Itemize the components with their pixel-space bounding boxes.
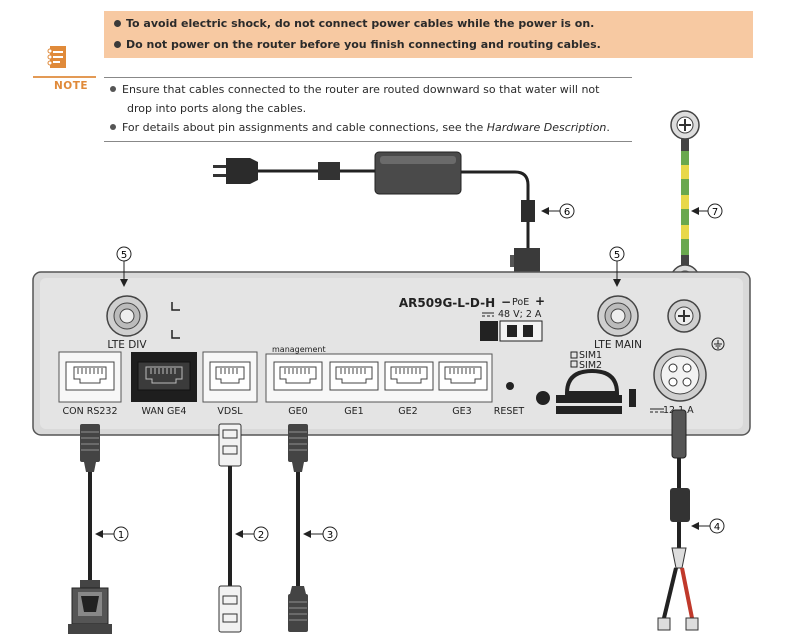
callout-7: 7 <box>691 203 723 219</box>
bullet-icon <box>110 86 116 92</box>
management-label: management <box>272 345 326 354</box>
poe-minus: − <box>501 295 511 309</box>
ethernet-cable <box>288 424 308 632</box>
power-adapter <box>213 151 540 292</box>
note-divider-bottom <box>104 141 632 142</box>
note-item-2-ref: Hardware Description <box>486 121 607 134</box>
bullet-icon <box>114 40 121 48</box>
note-rule <box>33 76 96 78</box>
ground-screw <box>667 299 701 333</box>
warning-item-2: Do not power on the router before you fi… <box>114 38 601 51</box>
dc-input-cable <box>657 409 699 631</box>
poe-label: PoE <box>512 297 529 308</box>
callout-1: 1 <box>95 526 129 542</box>
port-label-reset: RESET <box>494 406 525 417</box>
ge3-port <box>438 361 488 391</box>
port-label-con: CON RS232 <box>62 406 117 417</box>
note-item-1-text: Ensure that cables connected to the rout… <box>122 83 600 96</box>
port-label-wan: WAN GE4 <box>142 406 187 417</box>
vdsl-cable <box>218 423 242 633</box>
callout-5-right: 5 <box>609 246 625 287</box>
callout-4: 4 <box>691 518 725 534</box>
ge1-port <box>329 361 379 391</box>
warning-text-2: Do not power on the router before you fi… <box>126 38 601 51</box>
callout-1-label: 1 <box>118 530 124 541</box>
dc-input-port <box>653 348 707 402</box>
warning-text-1: To avoid electric shock, do not connect … <box>126 17 595 30</box>
callout-5-left-label: 5 <box>121 250 127 261</box>
ground-symbol-icon <box>711 337 725 351</box>
callout-2: 2 <box>235 526 269 542</box>
warning-item-1: To avoid electric shock, do not connect … <box>114 17 594 30</box>
wan-ge4-port <box>131 352 197 402</box>
sim1-label: SIM1 <box>579 350 602 361</box>
dc-power-port <box>480 320 543 342</box>
note-label: NOTE <box>54 80 89 92</box>
sim-slot <box>556 351 636 414</box>
callout-5-left: 5 <box>116 246 132 287</box>
vdsl-port <box>202 351 258 403</box>
note-item-2: For details about pin assignments and ca… <box>110 121 610 134</box>
callout-6-label: 6 <box>564 207 570 218</box>
callout-3: 3 <box>303 526 338 542</box>
note-item-2-suffix: . <box>606 121 610 134</box>
console-cable <box>68 424 112 634</box>
ground-cable <box>670 110 700 294</box>
reset-button[interactable] <box>506 382 514 390</box>
note-icon <box>47 46 66 68</box>
ge2-port <box>384 361 434 391</box>
port-label-ge2: GE2 <box>398 406 417 417</box>
note-divider-top <box>104 77 632 78</box>
callout-3-label: 3 <box>327 530 333 541</box>
note-item-1-cont: drop into ports along the cables. <box>127 102 307 115</box>
port-label-ge3: GE3 <box>452 406 471 417</box>
power-rating: 48 V; 2 A <box>498 309 542 320</box>
ge0-port <box>273 361 323 391</box>
callout-4-label: 4 <box>714 522 720 533</box>
lte-div-antenna-port <box>106 295 148 337</box>
callout-2-label: 2 <box>258 530 264 541</box>
bullet-icon <box>110 124 116 130</box>
warning-box: To avoid electric shock, do not connect … <box>104 11 753 58</box>
callout-6: 6 <box>541 203 575 219</box>
port-label-ge0: GE0 <box>288 406 307 417</box>
lte-main-label: LTE MAIN <box>594 339 642 351</box>
note-item-2-prefix: For details about pin assignments and ca… <box>122 121 487 134</box>
port-label-ge1: GE1 <box>344 406 363 417</box>
callout-5-right-label: 5 <box>614 250 620 261</box>
model-label: AR509G-L-D-H <box>399 296 495 310</box>
status-led <box>536 391 550 405</box>
callout-7-label: 7 <box>712 207 718 218</box>
poe-plus: + <box>535 294 545 308</box>
con-rs232-port <box>58 351 122 403</box>
lte-main-antenna-port <box>597 295 639 337</box>
lte-div-label: LTE DIV <box>107 339 147 351</box>
port-label-vdsl: VDSL <box>217 406 243 417</box>
sim2-label: SIM2 <box>579 360 602 371</box>
note-item-1: Ensure that cables connected to the rout… <box>110 83 599 96</box>
bullet-icon <box>114 19 121 27</box>
